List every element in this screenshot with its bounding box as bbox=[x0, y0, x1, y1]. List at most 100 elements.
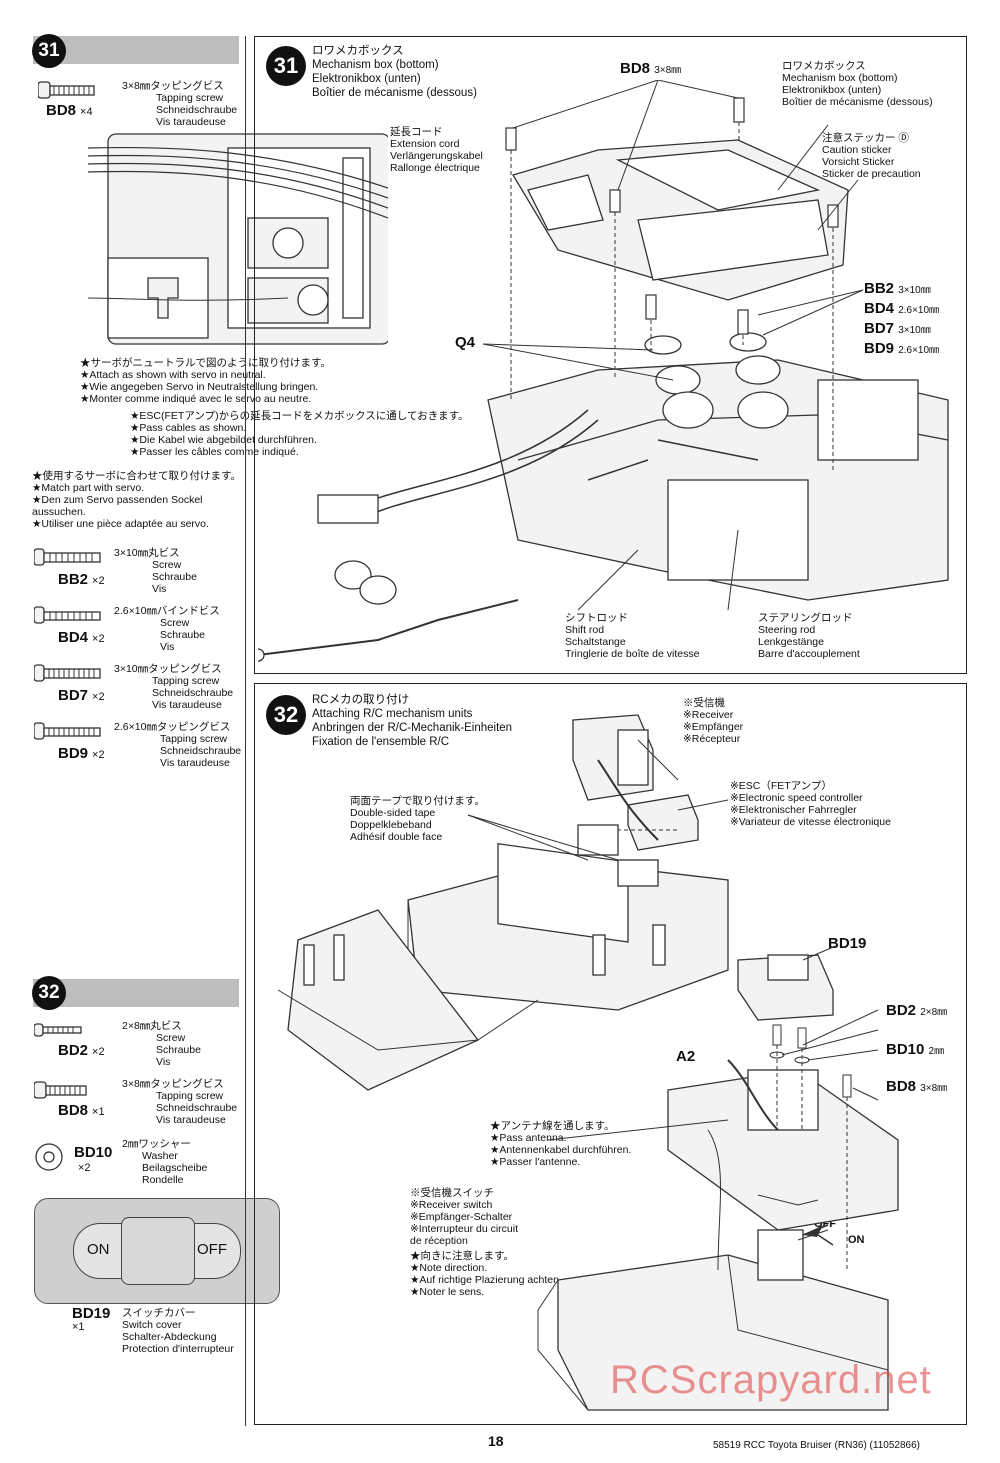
title-line: RCメカの取り付け bbox=[312, 694, 410, 706]
part-bd2: BD2×2 2×8㎜丸ビス Screw Schraube Vis bbox=[34, 1020, 254, 1070]
note-line: ★Note direction. bbox=[410, 1262, 488, 1274]
note-line: ★Utiliser une pièce adaptée au servo. bbox=[32, 518, 209, 530]
part-desc: 2㎜ワッシャー bbox=[122, 1138, 191, 1150]
label-line: Schaltstange bbox=[565, 636, 626, 648]
label-line: Sticker de precaution bbox=[822, 168, 921, 180]
part-desc: Beilagscheibe bbox=[142, 1162, 208, 1174]
note-line: ※受信機スイッチ bbox=[410, 1187, 494, 1199]
step31-frame-number: 31 bbox=[266, 46, 306, 86]
note-line: ★Passer l'antenne. bbox=[490, 1156, 581, 1168]
screw-size: 3×8㎜ bbox=[920, 1083, 948, 1094]
part-code: BD19 bbox=[72, 1305, 111, 1322]
part-desc: 3×10㎜タッピングビス bbox=[114, 663, 222, 675]
label-line: ※Electronic speed controller bbox=[730, 792, 863, 804]
screw-callouts-32: BD2 2×8㎜ BD10 2㎜ BD8 3×8㎜ bbox=[886, 1002, 947, 1095]
screw-code: BB2 bbox=[864, 280, 895, 297]
step31-title: ロワメカボックス Mechanism box (bottom) Elektron… bbox=[312, 44, 477, 100]
screw-code: BD9 bbox=[864, 340, 895, 357]
title-line: Mechanism box (bottom) bbox=[312, 59, 439, 71]
part-desc: 3×10㎜丸ビス bbox=[114, 547, 180, 559]
screw-icon bbox=[34, 722, 101, 740]
label-line: Tringlerie de boîte de vitesse bbox=[565, 648, 700, 660]
part-desc: Vis taraudeuse bbox=[160, 757, 230, 769]
label-line: Barre d'accouplement bbox=[758, 648, 860, 660]
note-line: ※Interrupteur du circuit bbox=[410, 1223, 519, 1235]
part-desc: Schneidschraube bbox=[152, 687, 234, 699]
part-desc: 2.6×10㎜タッピングビス bbox=[114, 721, 231, 733]
label-line: ※Elektronischer Fahrregler bbox=[730, 804, 857, 816]
note-line: ★Passer les câbles comme indiqué. bbox=[130, 446, 299, 458]
watermark: RCScrapyard.net bbox=[610, 1358, 932, 1402]
part-desc: Tapping screw bbox=[156, 1090, 224, 1102]
mech-box-label: ロワメカボックス Mechanism box (bottom) Elektron… bbox=[782, 60, 933, 108]
bd8-size: 3×8㎜ bbox=[654, 65, 682, 76]
part-bd7: BD7×2 3×10㎜タッピングビス Tapping screw Schneid… bbox=[34, 661, 254, 711]
note-line: ★Pass cables as shown. bbox=[130, 422, 247, 434]
label-line: Lenkgestänge bbox=[758, 636, 824, 648]
note-line: ★Attach as shown with servo in neutral. bbox=[80, 369, 266, 381]
label-line: Mechanism box (bottom) bbox=[782, 72, 898, 84]
part-desc: 3×8㎜タッピングビス bbox=[122, 80, 224, 92]
label-line: 注意ステッカー Ⓓ bbox=[822, 132, 909, 144]
part-desc: スイッチカバー bbox=[122, 1307, 196, 1319]
antenna-note: ★アンテナ線を通します。 ★Pass antenna. ★Antennenkab… bbox=[490, 1120, 631, 1168]
part-bd8: BD8×4 3×8㎜タッピングビス Tapping screw Schneids… bbox=[38, 78, 258, 128]
part-desc: Schraube bbox=[160, 629, 205, 641]
title-line: Elektronikbox (unten) bbox=[312, 73, 421, 85]
label-line: Shift rod bbox=[565, 624, 605, 636]
receiver-label: ※受信機 ※Receiver ※Empfänger ※Récepteur bbox=[683, 697, 743, 745]
part-qty: ×2 bbox=[92, 633, 105, 645]
part-desc: Tapping screw bbox=[160, 733, 228, 745]
screw-icon bbox=[34, 1023, 82, 1037]
column-divider bbox=[245, 36, 246, 1426]
screw-code: BD7 bbox=[864, 320, 895, 337]
caution-sticker-label: 注意ステッカー Ⓓ Caution sticker Vorsicht Stick… bbox=[822, 132, 921, 180]
part-desc: Washer bbox=[142, 1150, 178, 1162]
part-desc: Schraube bbox=[152, 571, 197, 583]
label-line: Boîtier de mécanisme (dessous) bbox=[782, 96, 933, 108]
note-line: ★Pass antenna. bbox=[490, 1132, 567, 1144]
part-code: BD8 bbox=[46, 102, 77, 119]
part-desc: Vis taraudeuse bbox=[156, 116, 226, 128]
part-qty: ×2 bbox=[78, 1162, 91, 1174]
esc-label: ※ESC（FETアンプ） ※Electronic speed controlle… bbox=[730, 780, 891, 828]
part-desc: Tapping screw bbox=[156, 92, 224, 104]
step32-number: 32 bbox=[32, 976, 66, 1010]
label-line: ※Empfänger bbox=[683, 721, 744, 733]
note-line: ★向きに注意します。 bbox=[410, 1250, 514, 1262]
part-desc: Vis bbox=[156, 1056, 171, 1068]
note-line: ★使用するサーボに合わせて取り付けます。 bbox=[32, 470, 241, 482]
part-desc: Screw bbox=[156, 1032, 186, 1044]
label-line: ※Récepteur bbox=[683, 733, 741, 745]
receiver-switch-note: ※受信機スイッチ ※Receiver switch ※Empfänger-Sch… bbox=[410, 1187, 518, 1247]
part-desc: Tapping screw bbox=[152, 675, 220, 687]
part-qty: ×2 bbox=[92, 575, 105, 587]
part-desc: Rondelle bbox=[142, 1174, 184, 1186]
note-servo-neutral: ★サーボがニュートラルで図のように取り付けます。 ★Attach as show… bbox=[80, 357, 331, 405]
part-desc: Vis bbox=[152, 583, 167, 595]
screw-size: 2.6×10㎜ bbox=[898, 305, 940, 316]
note-line: ★ESC(FETアンプ)からの延長コードをメカボックスに通しておきます。 bbox=[130, 410, 469, 422]
note-esc-cables: ★ESC(FETアンプ)からの延長コードをメカボックスに通しておきます。 ★Pa… bbox=[130, 410, 469, 458]
part-desc: 3×8㎜タッピングビス bbox=[122, 1078, 224, 1090]
part-desc: Screw bbox=[152, 559, 182, 571]
step31-assembly-diagram bbox=[258, 80, 949, 662]
part-qty: ×1 bbox=[72, 1321, 85, 1333]
part-qty: ×4 bbox=[80, 106, 93, 118]
part-bd8-step32: BD8×1 3×8㎜タッピングビス Tapping screw Schneids… bbox=[34, 1078, 254, 1128]
screw-size: 2㎜ bbox=[928, 1046, 945, 1057]
title-line: ロワメカボックス bbox=[312, 45, 404, 57]
part-code: BB2 bbox=[58, 571, 89, 588]
bd8-callout: BD8 3×8㎜ bbox=[620, 60, 681, 77]
step32-title: RCメカの取り付け Attaching R/C mechanism units … bbox=[312, 693, 512, 749]
part-desc: Schraube bbox=[156, 1044, 201, 1056]
note-line: ★Den zum Servo passenden Sockel bbox=[32, 494, 203, 506]
step32-frame bbox=[254, 683, 967, 1425]
page-number: 18 bbox=[488, 1433, 504, 1449]
part-qty: ×2 bbox=[92, 1046, 105, 1058]
note-line: ★Monter comme indiqué avec le servo au n… bbox=[80, 393, 312, 405]
note-line: de réception bbox=[410, 1235, 468, 1247]
shift-rod-label: シフトロッド Shift rod Schaltstange Tringlerie… bbox=[565, 612, 699, 660]
part-bd4: BD4×2 2.6×10㎜バインドビス Screw Schraube Vis bbox=[34, 603, 254, 653]
screw-icon bbox=[34, 548, 101, 566]
